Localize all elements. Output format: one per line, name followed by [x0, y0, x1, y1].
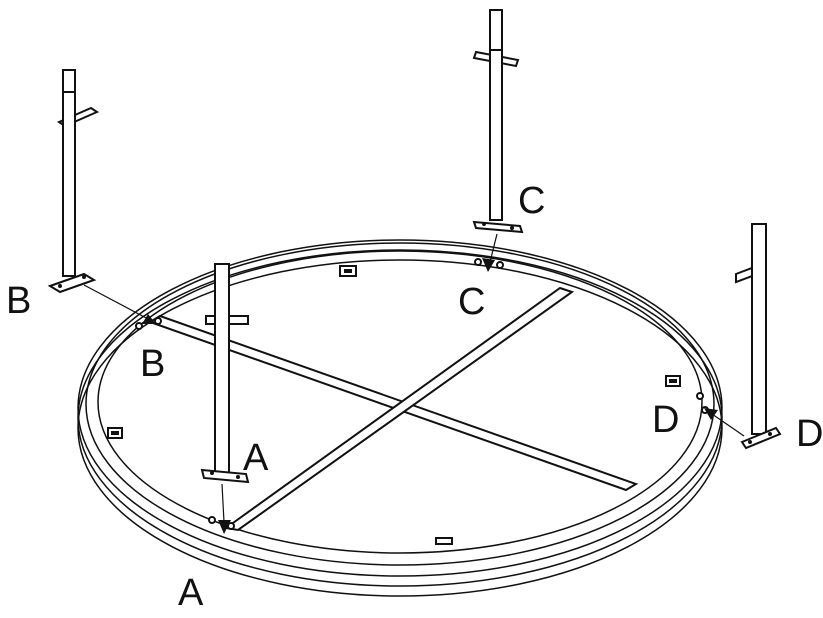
label-leg-b: B: [6, 280, 31, 322]
leg-b: [47, 69, 100, 294]
label-leg-a: A: [243, 437, 269, 479]
label-leg-c: C: [518, 180, 545, 222]
leg-a: [200, 263, 250, 484]
ring-frame: [77, 239, 723, 597]
label-ring-a: A: [178, 572, 204, 613]
leg-d: [735, 223, 782, 450]
label-ring-d: D: [652, 399, 679, 441]
leader-lines: [83, 233, 745, 534]
cross-brace-2: [223, 286, 575, 532]
leg-c: [472, 9, 524, 234]
label-leg-d: D: [796, 413, 823, 455]
label-ring-c: C: [458, 281, 485, 323]
label-ring-b: B: [140, 343, 165, 385]
